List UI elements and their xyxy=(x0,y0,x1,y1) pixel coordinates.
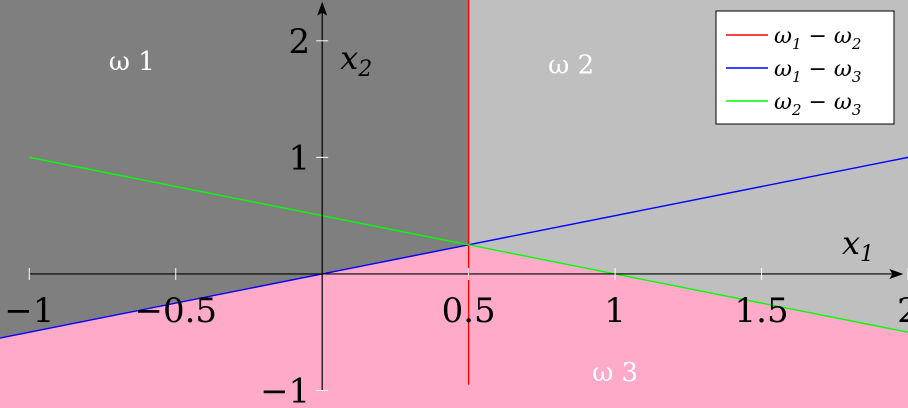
region-label-omega-3: ω 3 xyxy=(592,358,638,388)
boundary-line-3 xyxy=(29,156,908,333)
region-label-omega-1: ω 1 xyxy=(109,47,155,77)
x-tick-label: 0.5 xyxy=(442,291,496,331)
boundary-line-2 xyxy=(0,156,908,339)
y-tick-label: 1 xyxy=(289,138,311,178)
x-tick-label: −1 xyxy=(4,291,54,331)
legend-label-1: ω1 − ω2 xyxy=(774,24,861,53)
axes: −1 −0.5 0.5 1 1.5 2 −1 1 2 x1 x2 xyxy=(4,1,908,408)
y-tick-label: 2 xyxy=(289,22,311,62)
x-axis-title: x1 xyxy=(842,224,874,267)
y-axis-title: x2 xyxy=(340,39,372,82)
y-axis-arrow xyxy=(317,1,328,16)
y-tick-label: −1 xyxy=(260,372,310,408)
legend: ω1 − ω2 ω1 − ω3 ω2 − ω3 xyxy=(715,10,895,125)
legend-label-2: ω1 − ω3 xyxy=(774,57,861,86)
region-omega-3 xyxy=(0,244,908,408)
x-tick-label: 1 xyxy=(604,291,626,331)
x-axis-arrow xyxy=(889,268,904,279)
region-labels: ω 1 ω 2 ω 3 xyxy=(109,47,638,388)
x-tick-label: −0.5 xyxy=(134,291,217,331)
x-tick-label: 2 xyxy=(897,291,908,331)
region-omega-1 xyxy=(0,0,469,339)
boundary-lines xyxy=(0,0,908,385)
legend-label-3: ω2 − ω3 xyxy=(774,90,861,119)
region-label-omega-2: ω 2 xyxy=(548,50,594,80)
x-tick-label: 1.5 xyxy=(735,291,789,331)
